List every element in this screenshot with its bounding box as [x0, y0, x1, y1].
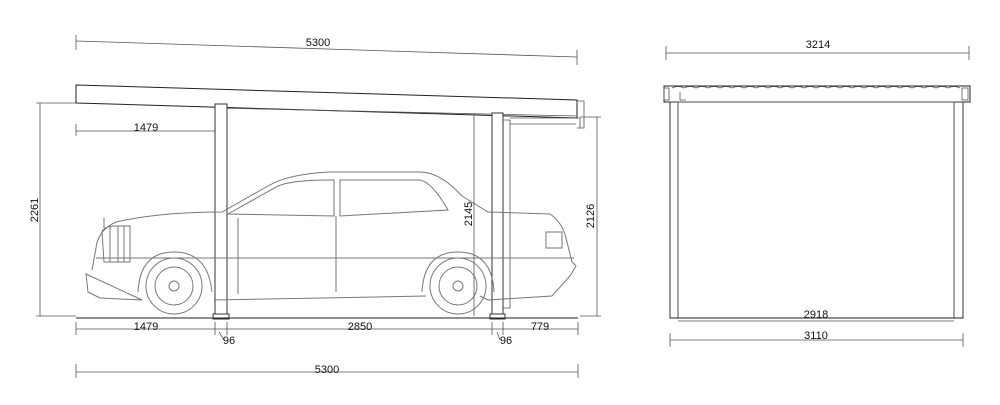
dimension-label: 2126: [585, 204, 597, 228]
post-front: [214, 103, 228, 319]
dimension-roof-width: 3214: [665, 39, 970, 60]
gutter-downpipe: [498, 100, 585, 309]
dimension-label: 96: [223, 335, 235, 347]
front-roof: [663, 85, 971, 103]
dimension-label: 2145: [463, 202, 475, 226]
dimension-front-overhang-upper: 1479: [75, 122, 215, 136]
front-post-left: [669, 101, 679, 319]
front-inner-panel: [677, 101, 955, 319]
dimension-label: 5300: [315, 364, 339, 376]
base-dimensions: 1479 2850 779 96 96: [75, 321, 579, 347]
posts: [212, 103, 506, 320]
car-silhouette: [85, 171, 577, 315]
dimension-label: 3110: [804, 330, 828, 342]
dimension-total-length-bottom: 5300: [75, 364, 579, 378]
car-wheel-rear: [421, 251, 495, 315]
dimension-label: 779: [531, 321, 549, 333]
dimension-clear-height-front: 2126: [580, 116, 601, 317]
dimension-label: 5300: [306, 37, 330, 49]
dimension-label: 2918: [804, 309, 828, 321]
front-view: 3214 2918 3110: [663, 39, 971, 347]
car-wheel-front: [137, 251, 213, 315]
dimension-inner-width: 2918: [678, 309, 954, 322]
post-foot-front: [212, 313, 230, 320]
dimension-total-length-top: 5300: [75, 35, 578, 65]
dimension-total-height: 2261: [29, 102, 76, 317]
dimension-label: 2850: [348, 321, 372, 333]
dimension-label: 96: [500, 335, 512, 347]
front-post-right: [953, 101, 964, 319]
post-foot-rear: [489, 313, 506, 320]
dimension-post-width-total: 3110: [669, 330, 964, 347]
dimension-label: 1479: [134, 321, 158, 333]
dimension-label: 1479: [134, 122, 158, 134]
dimension-label: 3214: [806, 39, 830, 51]
side-view: 5300: [29, 35, 601, 378]
dimension-label: 2261: [29, 198, 41, 222]
dimension-clear-height-rear: 2145: [463, 115, 475, 316]
